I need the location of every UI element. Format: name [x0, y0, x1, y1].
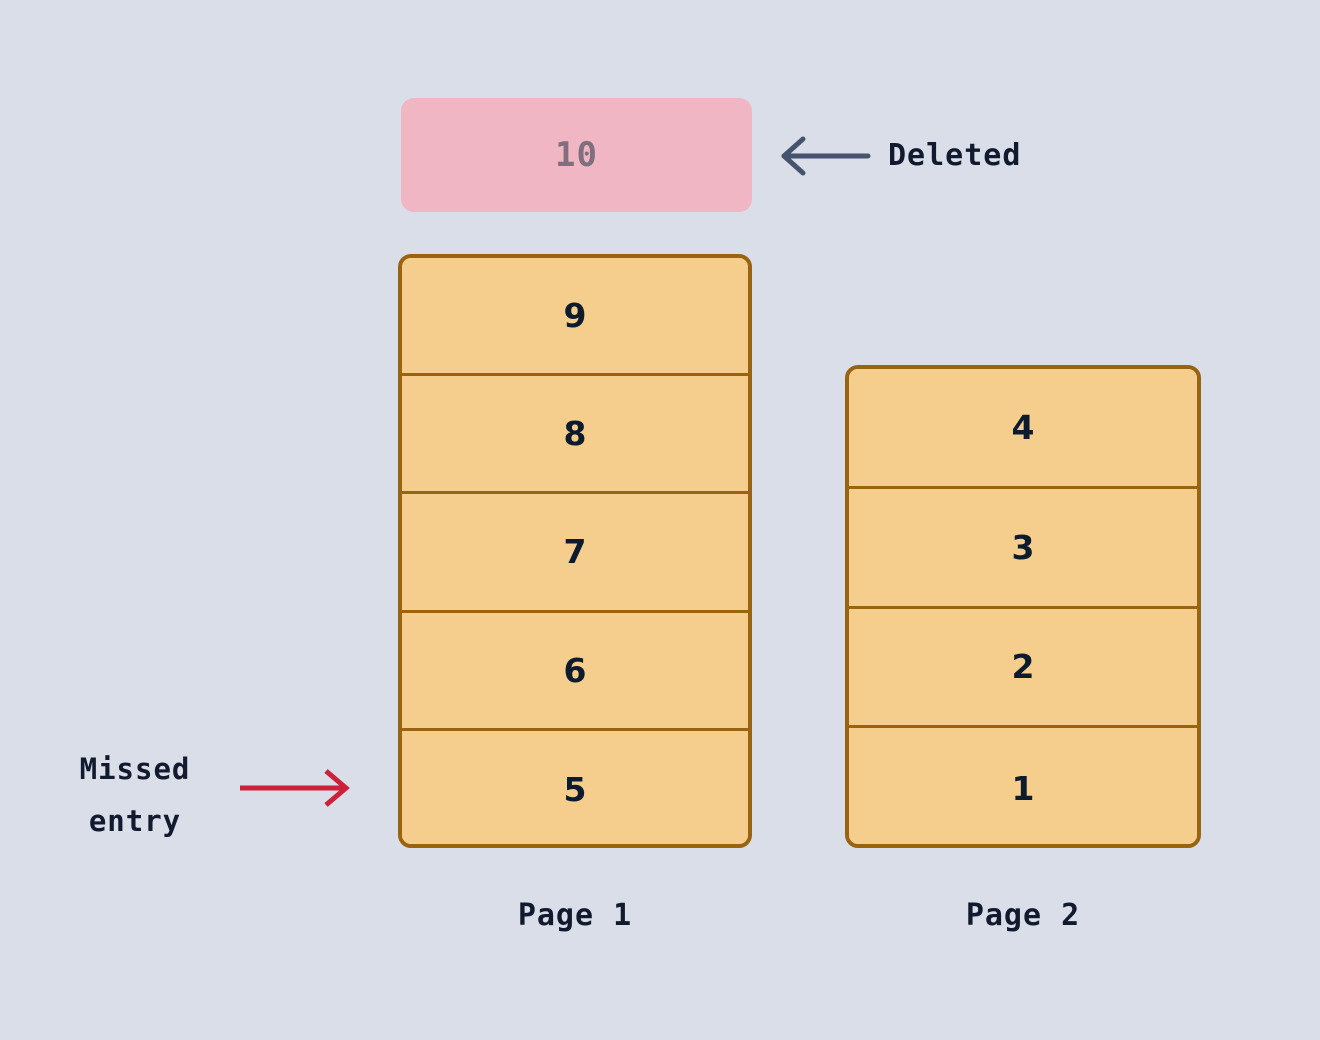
- arrow-right-icon: [240, 769, 350, 807]
- page-1-entry: 8: [402, 376, 748, 495]
- entry-value: 2: [1011, 647, 1035, 687]
- entry-value: 8: [563, 414, 587, 454]
- missed-entry-label-line1: Missed: [79, 752, 191, 786]
- deleted-annotation-label: Deleted: [888, 138, 1022, 173]
- deleted-entry-box: 10: [401, 98, 752, 212]
- page-2-entry: 4: [849, 369, 1197, 489]
- page-1-entry: 6: [402, 612, 748, 731]
- page-2-entry: 2: [849, 608, 1197, 729]
- page-1-stack: 9 8 7 6 5: [398, 254, 752, 848]
- missed-entry-label: Missed entry: [35, 743, 235, 847]
- page-2-stack: 4 3 2 1: [845, 365, 1201, 848]
- entry-value: 7: [563, 532, 587, 572]
- page-1-entry: 7: [402, 494, 748, 613]
- page-2-entry: 1: [849, 728, 1197, 844]
- entry-value: 1: [1011, 768, 1035, 808]
- deleted-entry-value: 10: [555, 135, 598, 175]
- entry-value: 5: [563, 770, 587, 810]
- page-1-entry: 9: [402, 258, 748, 377]
- entry-value: 4: [1011, 407, 1035, 447]
- page-1-entry: 5: [402, 730, 748, 844]
- page-2-caption: Page 2: [965, 898, 1081, 933]
- entry-value: 3: [1011, 527, 1035, 567]
- entry-value: 9: [563, 296, 587, 336]
- page-2-entry: 3: [849, 488, 1197, 609]
- entry-value: 6: [563, 650, 587, 690]
- missed-entry-label-line2: entry: [88, 804, 182, 838]
- arrow-left-icon: [781, 136, 871, 176]
- page-1-caption: Page 1: [517, 898, 633, 933]
